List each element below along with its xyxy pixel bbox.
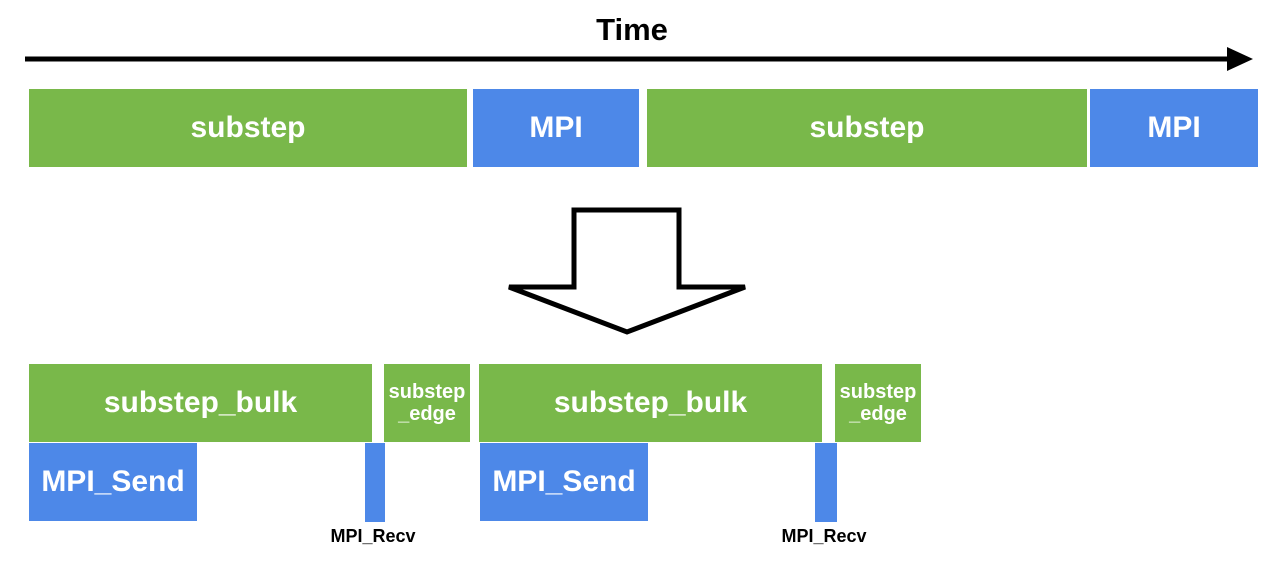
mpi-block-2: MPI <box>1090 89 1258 167</box>
substep-edge-label-line2: _edge <box>398 403 456 425</box>
substep-bulk-block-2: substep_bulk <box>479 364 822 442</box>
substep-edge-label-line2: _edge <box>849 403 907 425</box>
down-arrow-icon <box>508 207 746 335</box>
mpi-send-block-2: MPI_Send <box>480 443 648 521</box>
substep-edge-label-line1: substep <box>388 380 466 403</box>
mpi-recv-bar-1 <box>365 443 385 522</box>
mpi-recv-label-1: MPI_Recv <box>330 525 416 546</box>
mpi-send-block-1: MPI_Send <box>29 443 197 521</box>
substep-edge-block-1: substep _edge <box>384 364 470 442</box>
substep-block-1: substep <box>29 89 467 167</box>
substep-edge-label-line1: substep <box>839 380 917 403</box>
substep-bulk-block-1: substep_bulk <box>29 364 372 442</box>
time-axis-arrow-icon <box>25 47 1253 71</box>
mpi-recv-label-2: MPI_Recv <box>781 525 867 546</box>
time-axis-label: Time <box>596 12 668 47</box>
mpi-recv-bar-2 <box>815 443 837 522</box>
substep-block-2: substep <box>647 89 1087 167</box>
mpi-block-1: MPI <box>473 89 639 167</box>
substep-edge-block-2: substep _edge <box>835 364 921 442</box>
